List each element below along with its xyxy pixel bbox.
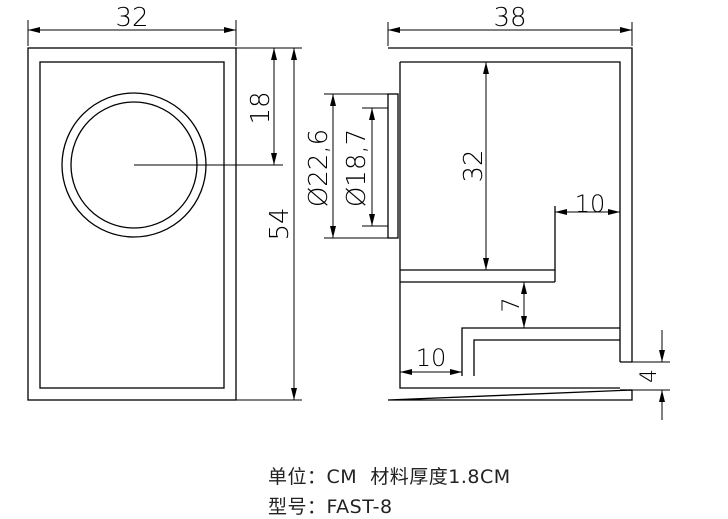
front-width-label: 32 bbox=[115, 3, 148, 33]
front-view bbox=[27, 20, 302, 401]
model-caption: 型号：FAST-8 bbox=[268, 496, 393, 518]
side-inner-wall bbox=[399, 61, 632, 389]
lower-baffle bbox=[461, 327, 620, 376]
port-outer-diameter-label: Ø22,6 bbox=[304, 129, 334, 207]
upper-depth-label: 32 bbox=[459, 149, 489, 182]
bottom-opening-label: 4 bbox=[637, 369, 662, 383]
upper-baffle bbox=[400, 206, 556, 283]
shelf-spacing-label: 7 bbox=[497, 297, 525, 312]
front-height-label: 54 bbox=[265, 207, 295, 240]
unit-caption: 单位：CM 材料厚度1.8CM bbox=[268, 466, 511, 488]
front-outer-panel bbox=[27, 47, 237, 401]
lower-gap-label: 10 bbox=[416, 344, 447, 372]
side-view bbox=[324, 22, 670, 420]
side-depth-label: 38 bbox=[493, 3, 526, 33]
front-inner-panel bbox=[39, 61, 225, 389]
port-inner-diameter-label: Ø18,7 bbox=[342, 129, 372, 207]
upper-gap-label: 10 bbox=[575, 190, 606, 218]
driver-offset-label: 18 bbox=[246, 91, 276, 124]
port-flange bbox=[387, 93, 399, 239]
side-outer-wall bbox=[387, 47, 633, 401]
